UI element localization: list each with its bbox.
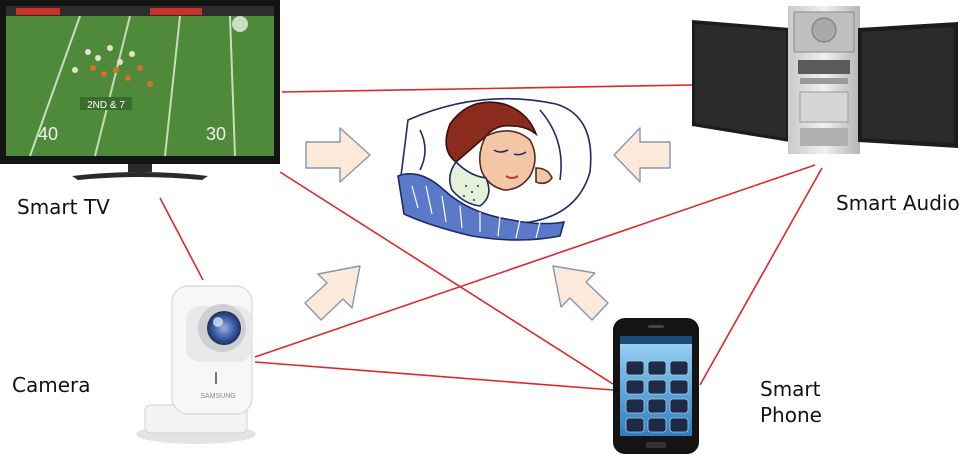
camera-brand-text: SAMSUNG [200,393,235,400]
link-phone-audio [700,168,822,385]
camera-lens [207,311,241,345]
arrow-from-audio-icon [614,128,670,182]
label-smart-tv: Smart TV [17,194,110,220]
tv-down-marker: 2ND & 7 [87,100,125,111]
arrow-from-tv-icon [306,128,370,182]
tv-yard-right: 30 [206,124,226,144]
label-camera: Camera [12,372,91,398]
link-tv-audio [282,85,692,92]
arrow-from-camera-icon [305,266,360,320]
smart-tv-icon: 2ND & 7 40 30 [0,0,280,180]
label-smart-audio: Smart Audio [836,190,960,216]
sleeping-woman-icon [398,99,591,240]
tv-yard-left: 40 [38,124,58,144]
link-camera-phone [255,362,613,390]
label-smart-phone-line1: Smart [760,376,850,402]
link-tv-camera [160,198,203,280]
label-smart-phone: Smart Phone [760,376,850,428]
smart-phone-icon [613,318,699,454]
smart-audio-icon [692,6,958,154]
label-smart-phone-line2: Phone [760,402,850,428]
camera-icon: SAMSUNG [136,286,256,444]
arrow-from-phone-icon [553,266,608,320]
